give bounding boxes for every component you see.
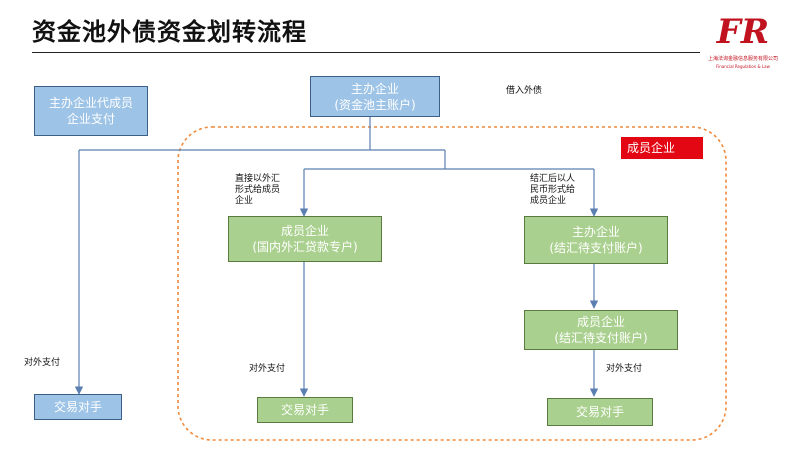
node-line2: 企业支付 bbox=[66, 112, 115, 126]
label-line: 民币形式给 bbox=[530, 185, 576, 195]
region-tag-member-enterprise: 成员企业 bbox=[621, 137, 703, 159]
node-member-domestic-loan-account: 成员企业 (国内外汇贷款专户) bbox=[228, 216, 382, 262]
node-line1: 主办企业 bbox=[571, 225, 620, 239]
logo-company-name: 上海法询金融信息服务有限公司 bbox=[707, 56, 778, 62]
label-pay-out-right: 对外支付 bbox=[606, 364, 643, 374]
member-region-boundary bbox=[177, 126, 727, 441]
label-rmb-transfer: 结汇后以人 民币形式给 成员企业 bbox=[530, 174, 575, 207]
node-line2: (结汇待支付账户) bbox=[554, 331, 648, 345]
node-line1: 成员企业 bbox=[280, 224, 329, 238]
node-counterparty-right: 交易对手 bbox=[547, 398, 653, 426]
label-line: 成员企业 bbox=[530, 196, 567, 206]
label-borrow-foreign-debt: 借入外债 bbox=[506, 86, 543, 96]
node-line1: 交易对手 bbox=[280, 403, 329, 417]
node-sponsor-pending-account: 主办企业 (结汇待支付账户) bbox=[524, 216, 668, 264]
label-line: 企业 bbox=[235, 196, 254, 206]
logo-mark: FR bbox=[716, 12, 770, 52]
title-underline bbox=[32, 52, 700, 53]
node-line1: 成员企业 bbox=[576, 315, 625, 329]
label-forex-transfer: 直接以外汇 形式给成员 企业 bbox=[235, 174, 280, 207]
node-line2: (结汇待支付账户) bbox=[549, 241, 643, 255]
node-line2: (资金池主账户) bbox=[334, 97, 416, 112]
label-line: 结汇后以人 bbox=[530, 174, 576, 184]
company-logo: FR 上海法询金融信息服务有限公司 Financial Regulation &… bbox=[704, 12, 782, 74]
node-counterparty-mid: 交易对手 bbox=[257, 397, 353, 423]
node-sponsor-main-account: 主办企业 (资金池主账户) bbox=[310, 76, 440, 117]
node-sponsor-pay-for-member: 主办企业代成员 企业支付 bbox=[34, 86, 148, 136]
node-line2: (国内外汇贷款专户) bbox=[252, 240, 358, 254]
node-line1: 主办企业 bbox=[350, 81, 399, 96]
label-line: 直接以外汇 bbox=[235, 174, 281, 184]
label-line: 形式给成员 bbox=[235, 185, 281, 195]
label-pay-out-left: 对外支付 bbox=[24, 358, 61, 368]
logo-tagline: Financial Regulation & Law bbox=[716, 64, 770, 69]
page-title: 资金池外债资金划转流程 bbox=[32, 18, 307, 46]
label-pay-out-mid: 对外支付 bbox=[249, 364, 286, 374]
node-line1: 主办企业代成员 bbox=[48, 96, 133, 110]
node-counterparty-left: 交易对手 bbox=[34, 394, 122, 420]
node-line1: 交易对手 bbox=[575, 405, 624, 419]
node-member-pending-account: 成员企业 (结汇待支付账户) bbox=[524, 310, 678, 350]
node-line1: 交易对手 bbox=[53, 400, 102, 414]
